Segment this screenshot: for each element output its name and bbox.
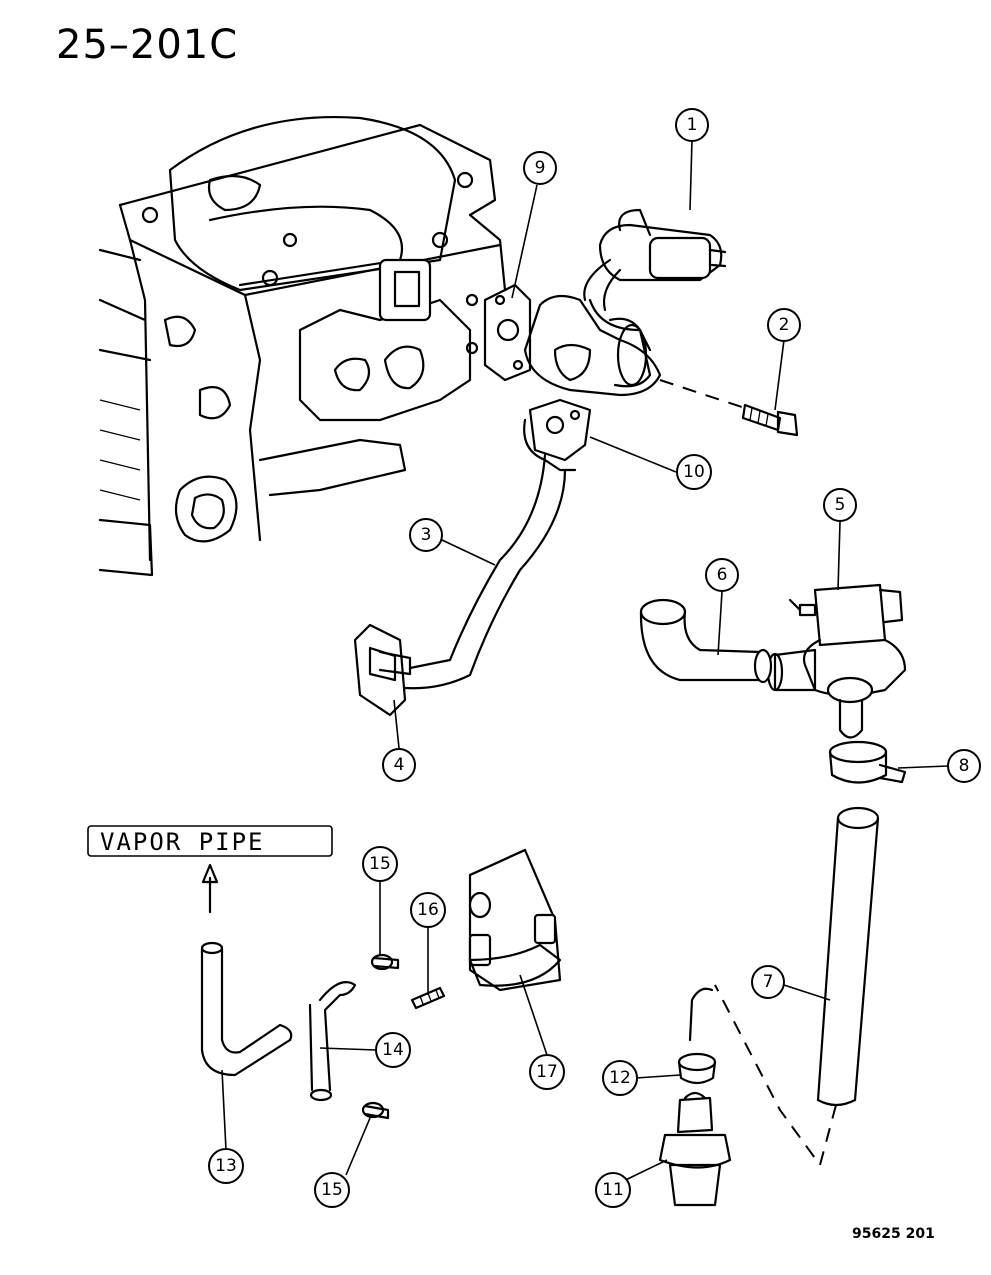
egr-valve — [523, 208, 727, 397]
svg-text:5: 5 — [835, 495, 846, 515]
svg-text:9: 9 — [535, 158, 546, 178]
hose-13 — [200, 863, 293, 1077]
grommet-12 — [677, 987, 717, 1085]
gasket-10 — [528, 398, 592, 462]
callout-15-upper: 15 — [362, 846, 398, 882]
callout-7: 7 — [751, 965, 785, 999]
callout-10: 10 — [676, 454, 712, 490]
callout-17: 17 — [529, 1054, 565, 1090]
svg-text:10: 10 — [683, 462, 705, 482]
fitting-4 — [353, 623, 412, 717]
callout-11: 11 — [595, 1172, 631, 1208]
svg-text:14: 14 — [382, 1040, 404, 1060]
svg-text:12: 12 — [609, 1068, 631, 1088]
svg-text:15: 15 — [369, 854, 391, 874]
svg-text:17: 17 — [536, 1062, 558, 1082]
bolt-2 — [659, 379, 799, 437]
hose-14 — [308, 981, 357, 1102]
callout-14: 14 — [375, 1032, 411, 1068]
svg-text:3: 3 — [421, 525, 432, 545]
pcv-valve-11 — [658, 1091, 732, 1207]
gasket-9 — [483, 283, 532, 382]
clamp-15-upper — [370, 953, 400, 971]
page-title: 25–201C — [56, 22, 239, 68]
purge-solenoid-5 — [766, 583, 907, 739]
callout-16: 16 — [410, 892, 446, 928]
callout-2: 2 — [767, 308, 801, 342]
svg-text:1: 1 — [687, 115, 698, 135]
svg-text:16: 16 — [417, 900, 439, 920]
callout-6: 6 — [705, 558, 739, 592]
hose-6 — [639, 598, 773, 684]
figure-id: 95625 201 — [852, 1226, 935, 1242]
engine-block — [98, 115, 507, 577]
egr-tube-3 — [403, 418, 577, 690]
callout-5: 5 — [823, 488, 857, 522]
leader-lines — [221, 139, 949, 1187]
callout-8: 8 — [947, 749, 981, 783]
svg-text:4: 4 — [394, 755, 405, 775]
svg-text:7: 7 — [763, 972, 774, 992]
svg-text:15: 15 — [321, 1180, 343, 1200]
svg-text:6: 6 — [717, 565, 728, 585]
clamp-8 — [828, 740, 907, 784]
svg-text:VAPOR PIPE: VAPOR PIPE — [100, 828, 265, 856]
svg-text:2: 2 — [779, 315, 790, 335]
callout-1: 1 — [675, 108, 709, 142]
callout-12: 12 — [602, 1060, 638, 1096]
svg-text:13: 13 — [215, 1156, 237, 1176]
callout-13: 13 — [208, 1148, 244, 1184]
callout-15-lower: 15 — [314, 1172, 350, 1208]
svg-text:8: 8 — [959, 756, 970, 776]
callout-4: 4 — [382, 748, 416, 782]
callout-9: 9 — [523, 151, 557, 185]
clamp-15-lower — [361, 1101, 390, 1120]
svg-text:11: 11 — [602, 1180, 624, 1200]
hose-7 — [714, 806, 880, 1168]
separator-17 — [468, 848, 562, 992]
vapor-pipe-label: VAPOR PIPE — [87, 825, 333, 857]
callout-3: 3 — [409, 518, 443, 552]
